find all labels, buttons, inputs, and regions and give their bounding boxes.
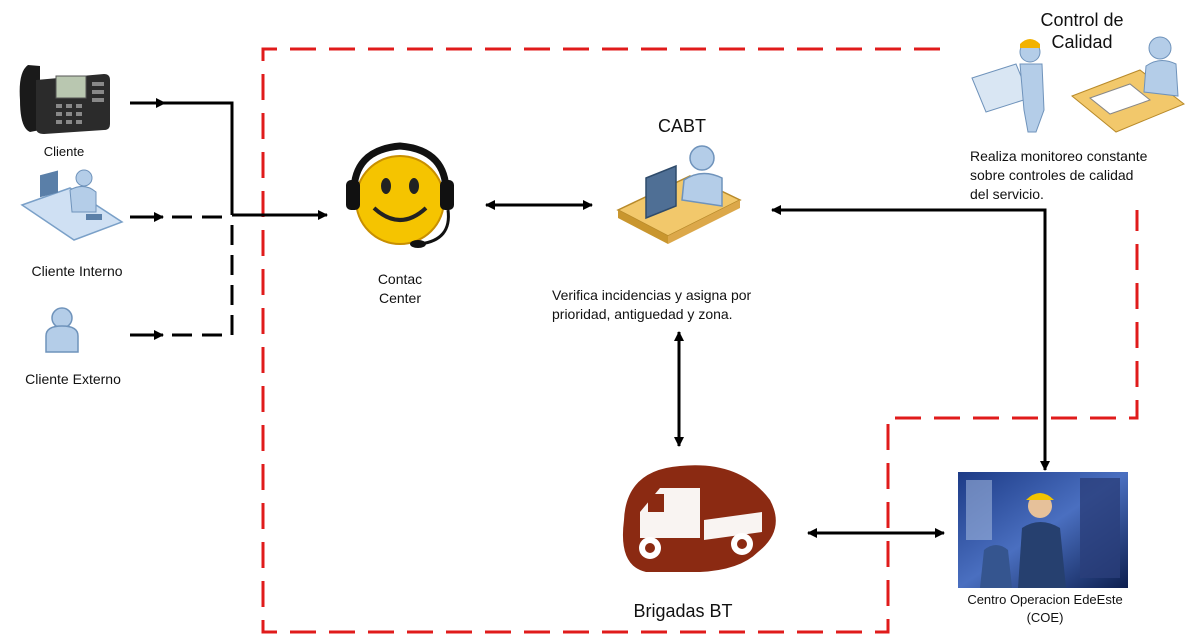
label-contact-center-line2: Center xyxy=(378,290,422,306)
label-coe-line1: Centro Operacion EdeEste xyxy=(967,592,1123,607)
control-calidad-description-line2: sobre controles de calidad xyxy=(970,167,1134,183)
operations-photo-icon xyxy=(958,472,1128,588)
inspectors-icon xyxy=(971,36,1185,133)
label-cliente: Cliente xyxy=(43,144,85,159)
desk-worker-icon xyxy=(616,145,742,244)
cabt-description-line2: prioridad, antiguedad y zona. xyxy=(552,306,733,322)
label-cliente-interno: Cliente Interno xyxy=(31,263,123,279)
control-calidad-description-line3: del servicio. xyxy=(970,186,1044,202)
truck-icon xyxy=(622,465,776,572)
boundary-dashed-line xyxy=(261,47,1139,634)
label-coe-line2: (COE) xyxy=(1026,610,1064,625)
label-cliente-externo: Cliente Externo xyxy=(25,371,121,387)
phone-icon xyxy=(19,65,110,134)
cabt-description-line1: Verifica incidencias y asigna por xyxy=(552,287,752,303)
line-cliente-to-trunk xyxy=(165,101,234,215)
label-cabt: CABT xyxy=(657,116,706,136)
arrow-cabt-coe xyxy=(771,205,1050,471)
label-contact-center-line1: Contac xyxy=(377,271,423,287)
label-brigadas: Brigadas BT xyxy=(633,601,733,621)
label-control-calidad-line1: Control de xyxy=(1040,10,1124,30)
smiley-headset-icon xyxy=(346,142,454,248)
label-control-calidad-line2: Calidad xyxy=(1051,32,1113,52)
control-calidad-description-line1: Realiza monitoreo constante xyxy=(970,148,1148,164)
person-icon xyxy=(45,307,79,353)
office-worker-icon xyxy=(20,169,124,241)
line-cliente-externo-dashed xyxy=(172,217,234,337)
